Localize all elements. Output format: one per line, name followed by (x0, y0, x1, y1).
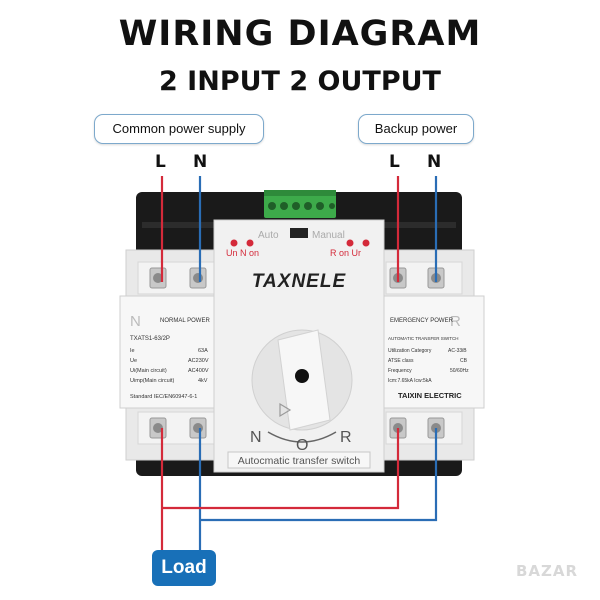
page-subtitle: 2 INPUT 2 OUTPUT (159, 66, 441, 97)
left-spec-value: AC230V (188, 358, 209, 364)
right-spec-key: Utilization Category (388, 348, 432, 354)
mode-auto-label: Auto (258, 230, 279, 241)
dial-position-o: O (296, 437, 308, 454)
right-spec-key: ATSE class (388, 358, 414, 364)
mode-switch (290, 228, 308, 238)
left-panel-letter: N (130, 313, 141, 330)
right-spec-value: AC-33iB (448, 348, 467, 354)
knob-hub (295, 369, 309, 383)
common-line-label: L (155, 152, 166, 172)
footer-label: Autocmatic transfer switch (238, 455, 361, 467)
dial-arc (267, 431, 337, 443)
left-spec-key: Ue (130, 358, 137, 364)
dial-position-r: R (340, 429, 352, 446)
right-spec-key: Frequency (388, 368, 412, 374)
left-spec-key: Uimp(Main circuit) (130, 378, 174, 384)
right-spec-value: CB (460, 358, 468, 364)
mode-manual-label: Manual (312, 230, 345, 241)
common-neutral-label: N (193, 152, 208, 172)
dial-position-n: N (250, 429, 262, 446)
backup-neutral-label: N (427, 152, 442, 172)
wires (160, 176, 438, 550)
right-panel-maker: TAIXIN ELECTRIC (398, 391, 462, 400)
watermark-logo: BAZAR (516, 562, 579, 580)
right-panel-subtitle: AUTOMATIC TRANSFER SWITCH (388, 336, 459, 341)
left-breaker-module (119, 249, 225, 461)
right-breaker-module (377, 249, 485, 461)
left-spec-value: 63A (198, 348, 208, 354)
indicator-led (362, 239, 370, 247)
left-panel-standard: Standard IEC/EN60947-6-1 (130, 394, 197, 400)
control-terminal-block (264, 190, 336, 218)
left-panel-model: TXATS1-63/2P (130, 336, 170, 342)
backup-line-label: L (389, 152, 400, 172)
common-power-supply-label: Common power supply (94, 114, 264, 144)
indicator-led (346, 239, 354, 247)
left-spec-key: Ui(Main circuit) (130, 368, 167, 374)
page-title: WIRING DIAGRAM (118, 14, 482, 54)
backup-output-neutral-wire (200, 428, 438, 522)
play-arrow-icon (279, 402, 292, 418)
left-spec-value: 4kV (198, 378, 208, 384)
left-spec-value: AC400V (188, 368, 209, 374)
indicator-led (230, 239, 238, 247)
right-panel-title: EMERGENCY POWER (390, 318, 454, 324)
backup-output-line-wire (162, 428, 400, 510)
indicator-led (246, 239, 254, 247)
load-badge: Load (152, 550, 216, 586)
right-spec-key: Icm:7.65kA Icw:5kA (388, 378, 432, 384)
left-spec-key: Ie (130, 348, 135, 354)
indicator-right-label: R on Ur (330, 248, 361, 258)
right-panel-letter: R (450, 313, 461, 330)
right-spec-value: 50/60Hz (450, 368, 469, 374)
left-panel-title: NORMAL POWER (160, 318, 210, 324)
brand-logo: TAXNELE (252, 271, 347, 292)
indicator-left-label: Un N on (226, 248, 259, 258)
backup-power-label: Backup power (358, 114, 474, 144)
center-panel (213, 219, 385, 473)
